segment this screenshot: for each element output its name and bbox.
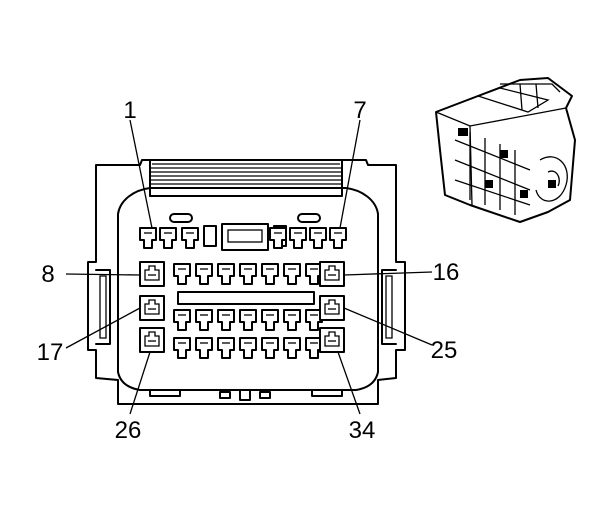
terminal-cavity-27 [173,337,191,359]
terminal-cavity-13 [261,263,279,285]
leader-lines [65,119,433,415]
terminal-cavity-22 [261,309,279,331]
terminal-cavity-7 [269,227,287,249]
terminal-cavity-30 [239,337,257,359]
terminal-cavity-29 [217,337,235,359]
terminal-cavity-21 [239,309,257,331]
terminal-cavity-18 [173,309,191,331]
callout-pin-17: 17 [37,339,64,366]
callout-pin-7: 7 [353,97,366,124]
callout-pin-1: 1 [123,97,136,124]
terminal-cavity-1 [139,227,157,249]
terminal-cavity-14 [283,263,301,285]
callout-pin-8: 8 [41,261,54,288]
terminal-cavity-10 [195,263,213,285]
terminal-cavity-25 [319,295,345,321]
terminal-cavity-8 [139,261,165,287]
terminal-cavity-4 [289,227,307,249]
terminal-cavity-5 [309,227,327,249]
terminal-cavity-11 [217,263,235,285]
callout-pin-26: 26 [115,417,142,444]
terminal-cavity-19 [195,309,213,331]
terminal-cavities [139,227,347,359]
terminal-cavity-34 [319,327,345,353]
connector-isometric-thumbnail [435,77,576,223]
terminal-cavity-2 [159,227,177,249]
terminal-cavity-12 [239,263,257,285]
callout-pin-34: 34 [349,417,376,444]
terminal-cavity-9 [173,263,191,285]
lock-ribs [150,163,342,189]
terminal-cavity-16 [319,261,345,287]
terminal-cavity-31 [261,337,279,359]
callout-pin-25: 25 [431,337,458,364]
terminal-cavity-6 [329,227,347,249]
terminal-cavity-23 [283,309,301,331]
terminal-cavity-3 [181,227,199,249]
terminal-cavity-17 [139,295,165,321]
terminal-cavity-32 [283,337,301,359]
terminal-cavity-28 [195,337,213,359]
callout-pin-16: 16 [433,259,460,286]
terminal-cavity-26 [139,327,165,353]
terminal-cavity-20 [217,309,235,331]
